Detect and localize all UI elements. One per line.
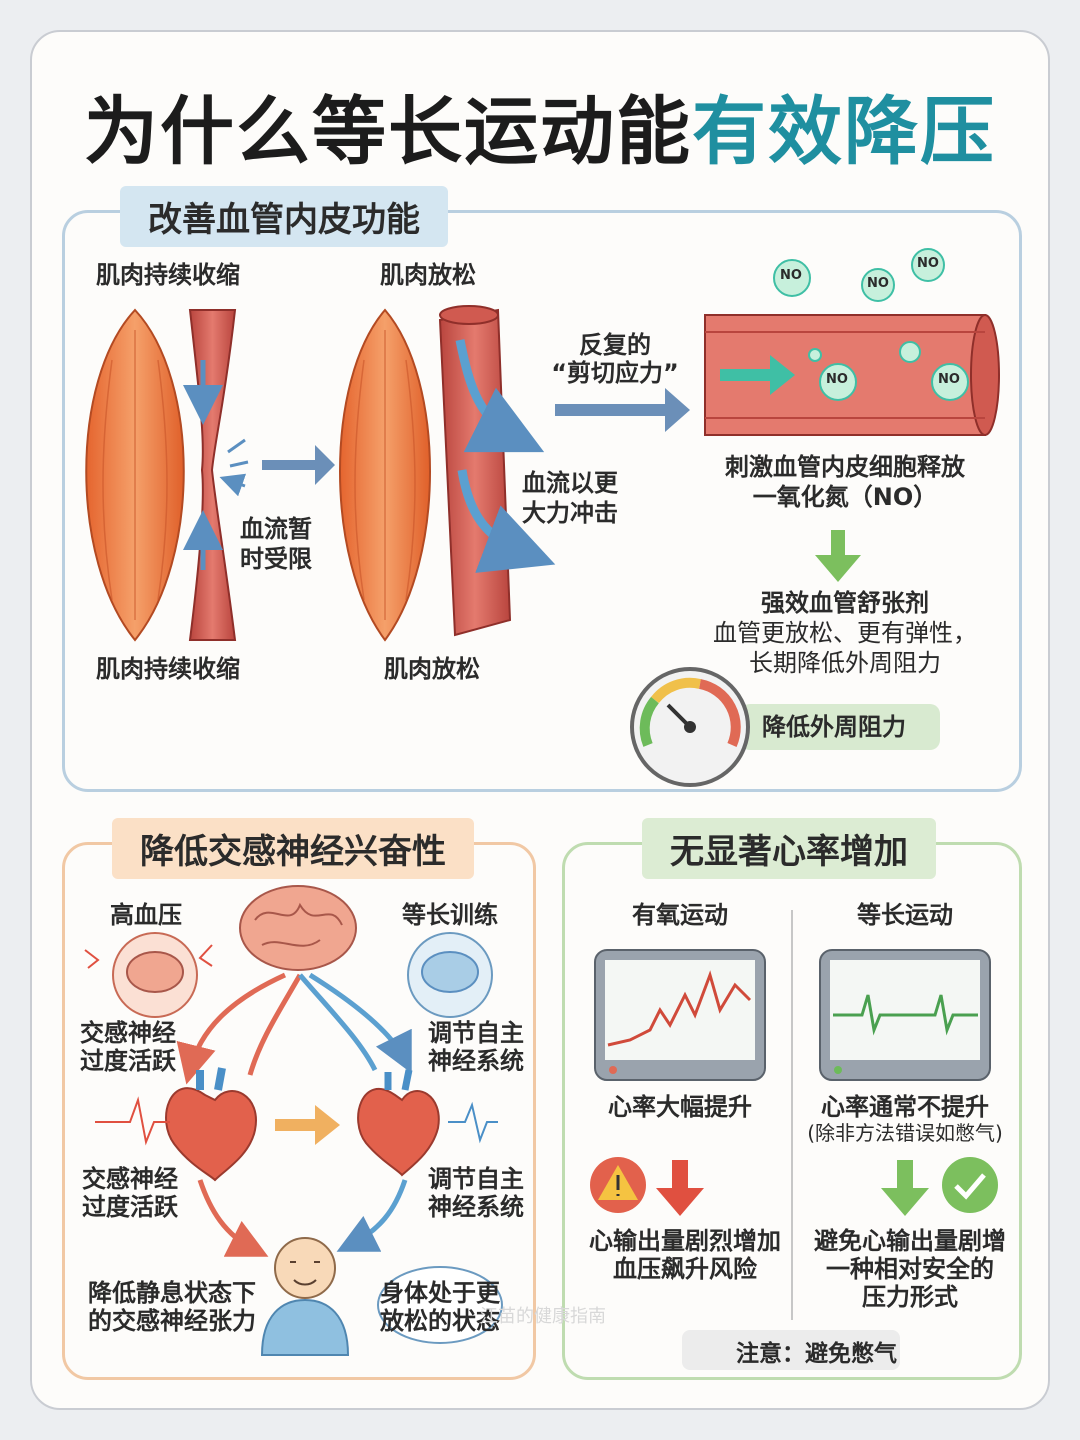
gauge-icon — [630, 667, 940, 787]
note-box — [682, 1330, 900, 1370]
label-isometric-training: 等长训练 — [402, 901, 498, 929]
label-rest-1: 降低静息状态下 — [88, 1279, 256, 1307]
label-iso-hr-2: (除非方法错误如憋气) — [807, 1121, 1003, 1145]
label-sym-active-2b: 过度活跃 — [82, 1193, 178, 1221]
section1-tag: 改善血管内皮功能 — [120, 186, 448, 247]
label-release-2: 一氧化氮（NO） — [752, 483, 938, 511]
blood-vessel-icon — [183, 309, 249, 641]
label-relax-top: 肌肉放松 — [380, 261, 476, 289]
label-relaxed-1: 身体处于更 — [380, 1279, 500, 1307]
check-icon — [942, 1157, 998, 1213]
note-text: 注意：避免憋气 — [736, 1341, 897, 1367]
section3-tag: 无显著心率增加 — [642, 818, 936, 879]
no-label-3: NO — [917, 256, 939, 271]
no-molecules — [773, 248, 969, 401]
label-shear-2: “剪切应力” — [551, 359, 679, 387]
label-release-1: 刺激血管内皮细胞释放 — [725, 453, 965, 481]
label-aerobic-risk-2: 血压飙升风险 — [613, 1255, 757, 1283]
label-regulate-2b: 神经系统 — [428, 1193, 524, 1221]
label-contract-bottom: 肌肉持续收缩 — [96, 655, 240, 683]
muscle-icon — [85, 308, 185, 642]
label-sym-active-2a: 过度活跃 — [80, 1047, 176, 1075]
no-label-4: NO — [826, 372, 848, 387]
brain-icon — [407, 932, 493, 1018]
brain-icon — [84, 932, 213, 1018]
monitor-icon — [819, 949, 991, 1081]
label-dilator-title: 强效血管舒张剂 — [761, 589, 929, 617]
label-aerobic: 有氧运动 — [632, 901, 728, 929]
page-title: 为什么等长运动能有效降压 — [0, 72, 1080, 179]
label-restricted-1: 血流暂 — [240, 515, 312, 543]
label-dilator-2: 长期降低外周阻力 — [749, 649, 941, 677]
label-sym-active-1b: 交感神经 — [82, 1165, 178, 1193]
blood-vessel-icon — [438, 305, 556, 637]
speech-bubble — [377, 1266, 503, 1344]
label-isometric: 等长运动 — [857, 901, 953, 929]
label-regulate-2a: 神经系统 — [428, 1047, 524, 1075]
person-icon — [260, 1237, 350, 1356]
no-label-2: NO — [867, 276, 889, 291]
label-iso-safe-1: 避免心输出量剧增 — [814, 1227, 1006, 1255]
label-sym-active-1a: 交感神经 — [80, 1019, 176, 1047]
label-aerobic-risk-1: 心输出量剧烈增加 — [589, 1227, 781, 1255]
label-regulate-1a: 调节自主 — [428, 1019, 524, 1047]
no-label-1: NO — [780, 268, 802, 283]
label-iso-safe-3: 压力形式 — [862, 1283, 958, 1311]
heart-icon — [357, 1069, 498, 1177]
warning-icon — [590, 1157, 646, 1213]
label-rest-2: 的交感神经张力 — [88, 1307, 256, 1335]
label-regulate-1b: 调节自主 — [428, 1165, 524, 1193]
label-dilator-1: 血管更放松、更有弹性， — [713, 619, 977, 647]
monitor-icon — [594, 949, 766, 1081]
brain-icon — [239, 885, 357, 971]
section2-tag: 降低交感神经兴奋性 — [112, 818, 474, 879]
label-impact-2: 大力冲击 — [522, 499, 618, 527]
heart-icon — [95, 1067, 257, 1182]
title-accent: 有效降压 — [692, 89, 996, 175]
muscle-icon — [339, 308, 431, 642]
panel-endothelial — [62, 210, 1022, 792]
label-aerobic-hr: 心率大幅提升 — [608, 1093, 752, 1121]
label-restricted-2: 时受限 — [240, 545, 312, 573]
gauge-label: 降低外周阻力 — [762, 713, 906, 741]
label-relaxed-2: 放松的状态 — [380, 1307, 500, 1335]
label-iso-safe-2: 一种相对安全的 — [826, 1255, 994, 1283]
title-main: 为什么等长运动能 — [84, 89, 692, 175]
watermark: 江苗的健康指南 — [480, 1306, 606, 1327]
label-relax-bottom: 肌肉放松 — [384, 655, 480, 683]
label-impact-1: 血流以更 — [522, 469, 618, 497]
label-iso-hr-1: 心率通常不提升 — [821, 1093, 989, 1121]
label-contract-top: 肌肉持续收缩 — [96, 261, 240, 289]
label-shear-1: 反复的 — [579, 331, 651, 359]
no-label-5: NO — [938, 372, 960, 387]
label-hypertension: 高血压 — [110, 901, 182, 929]
